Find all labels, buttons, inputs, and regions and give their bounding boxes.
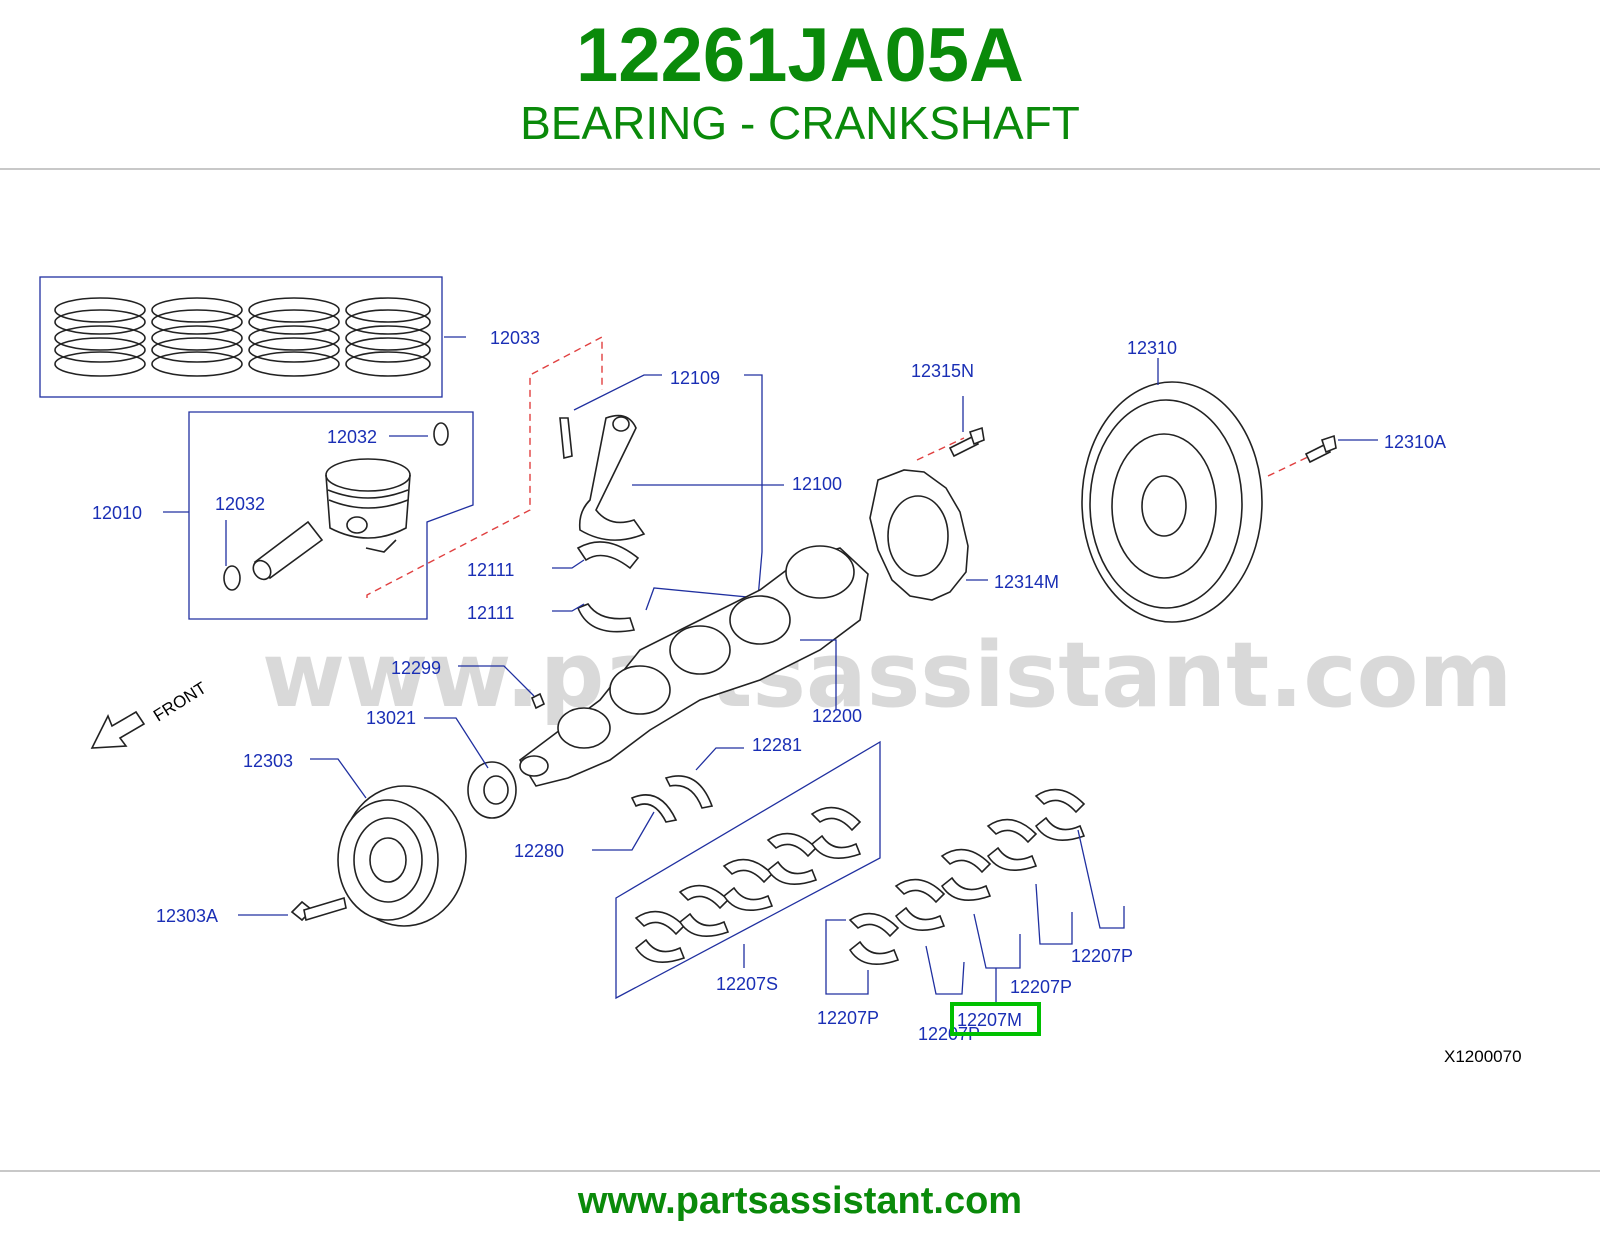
crank-sprocket-icon <box>467 761 517 819</box>
callout-13021[interactable]: 13021 <box>366 708 416 728</box>
callout-12299[interactable]: 12299 <box>391 658 441 678</box>
watermark: www.partsassistant.com <box>262 623 1512 728</box>
main-bearing-set-box <box>615 740 881 1000</box>
callout-12207P[interactable]: 12207P <box>1071 946 1133 966</box>
rod-bearing-icon <box>576 541 640 633</box>
part-description: BEARING - CRANKSHAFT <box>520 97 1080 149</box>
callout-12303[interactable]: 12303 <box>243 751 293 771</box>
flywheel-icon <box>1081 381 1263 623</box>
pulley-bolt-icon <box>290 896 347 922</box>
crankshaft-icon <box>518 545 869 787</box>
callout-12303A[interactable]: 12303A <box>156 906 218 926</box>
callout-12032[interactable]: 12032 <box>327 427 377 447</box>
piston-assembly-box <box>188 411 474 620</box>
header-divider <box>0 168 1600 170</box>
snap-ring-icon <box>433 422 449 446</box>
callout-12111[interactable]: 12111 <box>467 603 514 623</box>
callout-12207P[interactable]: 12207P <box>1010 977 1072 997</box>
footer-url[interactable]: www.partsassistant.com <box>577 1180 1023 1222</box>
callout-12207M[interactable]: 12207M <box>957 1010 1022 1030</box>
callout-12315N[interactable]: 12315N <box>911 361 974 381</box>
highlight-box <box>950 1002 1041 1036</box>
piston-ring-set-box <box>39 276 443 398</box>
callout-12010[interactable]: 12010 <box>92 503 142 523</box>
main-bearing-icons <box>848 788 1086 966</box>
piston-ring-icons <box>54 297 431 377</box>
callout-12100[interactable]: 12100 <box>792 474 842 494</box>
callout-12207P[interactable]: 12207P <box>918 1024 980 1044</box>
page-header: 12261JA05A BEARING - CRANKSHAFT <box>0 0 1600 168</box>
connecting-rod-icon <box>559 414 646 541</box>
callout-12310[interactable]: 12310 <box>1127 338 1177 358</box>
callout-12207S[interactable]: 12207S <box>716 974 778 994</box>
callout-12033[interactable]: 12033 <box>490 328 540 348</box>
piston-pin-icon <box>252 520 324 581</box>
callout-12200[interactable]: 12200 <box>812 706 862 726</box>
callout-12310A[interactable]: 12310A <box>1384 432 1446 452</box>
parts-diagram: www.partsassistant.com 12033 12010 <box>39 276 1522 1066</box>
callout-12032[interactable]: 12032 <box>215 494 265 514</box>
crank-pulley-icon <box>337 785 467 927</box>
callout-12314M[interactable]: 12314M <box>994 572 1059 592</box>
callout-12111[interactable]: 12111 <box>467 560 514 580</box>
key-icon <box>530 692 546 710</box>
front-arrow-icon <box>90 710 146 749</box>
callout-12109[interactable]: 12109 <box>670 368 720 388</box>
footer-divider <box>0 1170 1600 1172</box>
callout-12207P[interactable]: 12207P <box>817 1008 879 1028</box>
bolt-icon <box>948 426 985 458</box>
front-label: FRONT <box>150 678 210 725</box>
signal-plate-icon <box>869 469 969 601</box>
diagram-code: X1200070 <box>1444 1047 1522 1066</box>
main-bearing-set-icons <box>634 806 862 964</box>
piston-icon <box>325 458 411 553</box>
thrust-washer-icon <box>630 775 714 823</box>
flywheel-bolt-icon <box>1304 434 1337 464</box>
part-number: 12261JA05A <box>576 13 1024 98</box>
callout-12280[interactable]: 12280 <box>514 841 564 861</box>
snap-ring-icon <box>223 565 241 591</box>
callout-12281[interactable]: 12281 <box>752 735 802 755</box>
